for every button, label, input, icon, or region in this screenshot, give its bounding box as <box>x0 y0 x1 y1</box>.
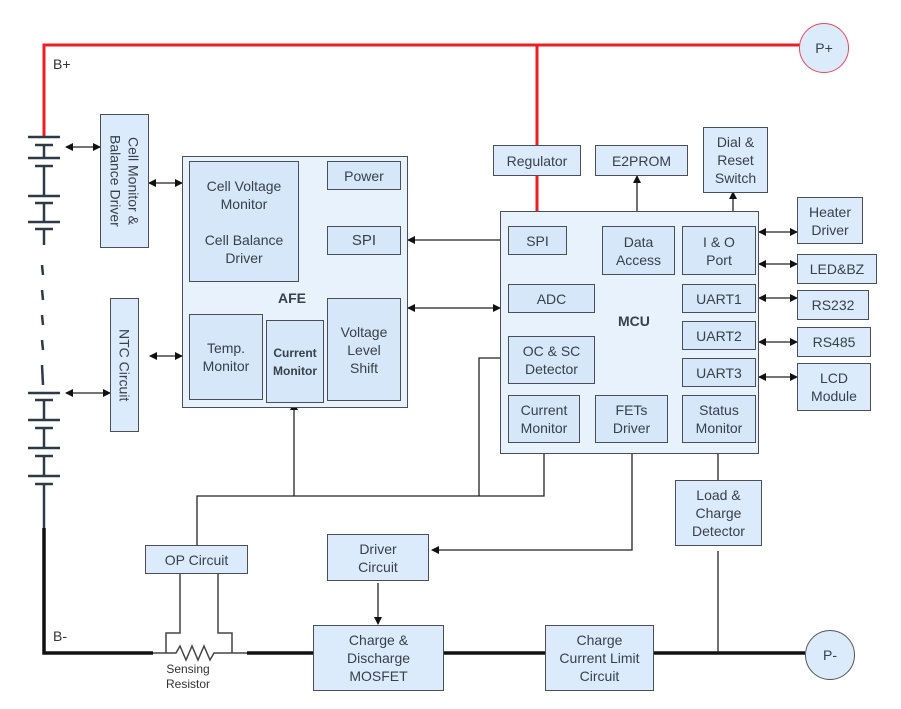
b-minus-label: B- <box>53 628 67 644</box>
mcu-oc-sc-detector-block: OC & SC Detector <box>508 336 595 384</box>
mcu-status-monitor-block: Status Monitor <box>682 395 756 443</box>
dial-reset-switch-block: Dial & Reset Switch <box>703 127 768 193</box>
rs485-block: RS485 <box>797 327 871 357</box>
mcu-fets-driver-block: FETs Driver <box>595 395 668 443</box>
mcu-adc-block: ADC <box>508 284 595 313</box>
e2prom-block: E2PROM <box>595 145 688 176</box>
heater-driver-block: Heater Driver <box>797 197 863 244</box>
op-circuit-block: OP Circuit <box>145 545 248 574</box>
mcu-uart1-block: UART1 <box>682 284 756 313</box>
negative-rail <box>42 528 805 655</box>
afe-current-monitor-block: Current Monitor <box>266 320 324 403</box>
p-minus-terminal: P- <box>805 630 855 680</box>
mcu-data-access-block: Data Access <box>602 226 675 275</box>
driver-circuit-block: Driver Circuit <box>327 534 429 581</box>
lcd-module-block: LCD Module <box>797 363 871 411</box>
battery-cells-icon <box>28 135 60 530</box>
afe-title: AFE <box>278 290 306 306</box>
ntc-circuit-block: NTC Circuit <box>110 298 139 432</box>
cell-monitor-block: Cell Monitor & Balance Driver <box>100 114 149 248</box>
afe-cell-voltage-block: Cell Voltage Monitor Cell Balance Driver <box>189 161 299 282</box>
p-plus-terminal: P+ <box>799 23 849 73</box>
regulator-block: Regulator <box>493 145 581 176</box>
rs232-block: RS232 <box>797 290 869 320</box>
mcu-uart3-block: UART3 <box>682 358 756 387</box>
afe-voltage-level-shift-block: Voltage Level Shift <box>327 298 401 401</box>
mcu-title: MCU <box>618 313 650 329</box>
mcu-uart2-block: UART2 <box>682 321 756 350</box>
charge-discharge-mosfet-block: Charge & Discharge MOSFET <box>313 625 444 691</box>
mcu-current-monitor-block: Current Monitor <box>508 395 580 443</box>
afe-temp-monitor-block: Temp. Monitor <box>189 314 263 400</box>
afe-power-block: Power <box>327 161 401 190</box>
sensing-resistor-label: Sensing Resistor <box>166 662 211 691</box>
led-bz-block: LED&BZ <box>797 254 877 284</box>
b-plus-label: B+ <box>53 56 71 72</box>
mcu-io-port-block: I & O Port <box>682 226 756 275</box>
afe-spi-block: SPI <box>327 226 401 255</box>
load-charge-detector-block: Load & Charge Detector <box>675 480 762 546</box>
positive-rail <box>42 43 800 211</box>
charge-current-limit-block: Charge Current Limit Circuit <box>545 625 654 691</box>
sensing-resistor-icon <box>153 573 247 662</box>
mcu-spi-block: SPI <box>508 226 567 255</box>
